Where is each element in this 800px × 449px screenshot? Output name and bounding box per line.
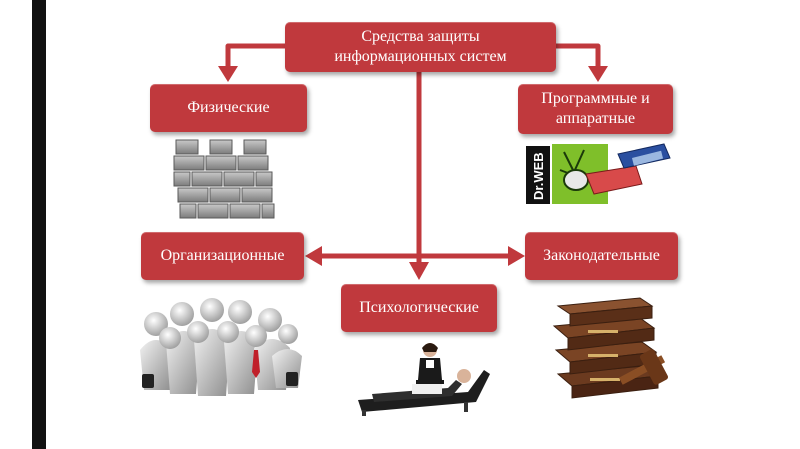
node-psychological: Психологические [341,284,497,332]
arrow-to-software [556,43,601,70]
node-physical-label: Физические [187,99,270,116]
dr-web-software-icon: Dr.WEB [526,143,671,204]
arrowhead-software [588,66,608,82]
brick-wall-icon [173,139,275,219]
node-organizational-label: Организационные [160,247,285,264]
root-node-line2: информационных систем [334,48,507,65]
psychologist-session-icon [358,343,490,416]
node-software: Программные и аппаратные [518,84,673,134]
arrowhead-psychological [409,262,429,280]
slide-left-border [32,0,46,449]
node-psychological-label: Психологические [359,299,479,316]
root-node: Средства защиты информационных систем [285,22,556,72]
people-team-icon [140,298,302,396]
node-software-line1: Программные и [541,90,650,107]
dr-web-logo-text: Dr.WEB [531,152,546,200]
law-books-gavel-icon [552,297,668,399]
slide-margin [0,0,32,449]
node-organizational: Организационные [141,232,304,280]
arrowhead-legislative [508,246,525,266]
arrow-to-physical [225,43,285,70]
arrowhead-organizational [305,246,322,266]
node-legislative-label: Законодательные [543,247,660,264]
root-node-line1: Средства защиты [361,28,480,45]
node-software-line2: аппаратные [555,110,636,127]
arrowhead-physical [218,66,238,82]
node-legislative: Законодательные [525,232,678,280]
node-physical: Физические [150,84,307,132]
